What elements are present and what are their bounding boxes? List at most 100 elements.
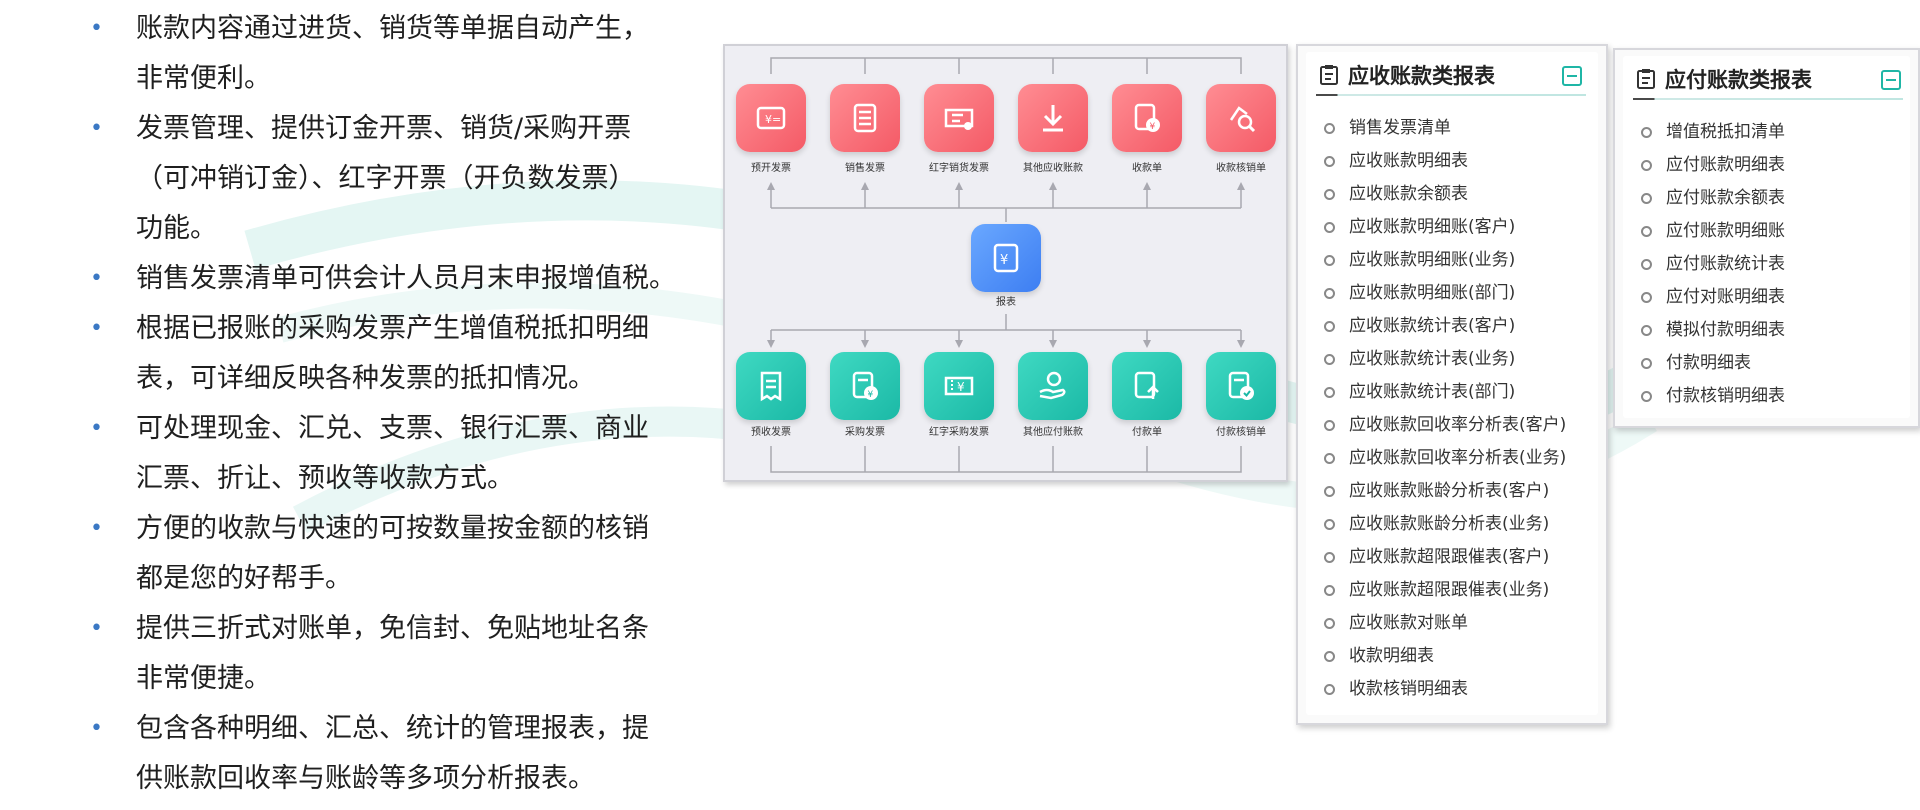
money-document-icon: ¥	[852, 371, 878, 400]
report-item-label: 销售发票清单	[1349, 118, 1451, 138]
report-item-label: 应收账款明细账(业务)	[1349, 250, 1516, 270]
tile-label: 报表	[996, 297, 1016, 308]
report-item[interactable]: 应付账款明细表	[1633, 149, 1785, 182]
receivable-report-panel: 应收账款类报表 销售发票清单应收账款明细表应收账款余额表应收账款明细账(客户) 应…	[1296, 44, 1608, 725]
bullet-text-line: 销售发票清单可供会计人员月末申报增值税。	[136, 263, 676, 294]
bullet-text-line: 可处理现金、汇兑、支票、银行汇票、商业	[136, 413, 649, 444]
bullet-text-line: 账款内容通过进货、销货等单据自动产生，	[136, 13, 649, 44]
report-item[interactable]: 应付账款统计表	[1633, 248, 1785, 281]
report-center-tile[interactable]: ¥	[971, 224, 1041, 292]
report-item[interactable]: 应收账款明细账(部门)	[1316, 277, 1566, 310]
receipt-tile[interactable]: ¥	[1112, 84, 1182, 152]
panel-title: 应付账款类报表	[1635, 64, 1812, 94]
report-item-label: 应付账款明细表	[1666, 155, 1785, 175]
report-item[interactable]: 应收账款明细表	[1316, 145, 1566, 178]
report-item[interactable]: 应收账款统计表(业务)	[1316, 343, 1566, 376]
report-item[interactable]: 付款明细表	[1633, 347, 1785, 380]
collapse-button[interactable]	[1881, 70, 1901, 90]
money-document-icon: ¥	[1134, 103, 1160, 132]
report-item[interactable]: 增值税抵扣清单	[1633, 116, 1785, 149]
bullet-dot-icon: •	[90, 616, 103, 641]
report-item-label: 应收账款统计表(部门)	[1349, 382, 1516, 402]
ring-bullet-icon	[1641, 292, 1652, 303]
purchase-invoice-tile[interactable]: ¥	[830, 352, 900, 420]
report-item[interactable]: 应收账款超限跟催表(业务)	[1316, 574, 1566, 607]
ring-bullet-icon	[1641, 127, 1652, 138]
prepayment-invoice-tile[interactable]	[736, 352, 806, 420]
ring-bullet-icon	[1324, 387, 1335, 398]
red-purchase-invoice-tile[interactable]: ¥	[924, 352, 994, 420]
ring-bullet-icon	[1324, 354, 1335, 365]
report-item[interactable]: 应收账款明细账(客户)	[1316, 211, 1566, 244]
red-sales-invoice-tile[interactable]	[924, 84, 994, 152]
tile-label: 付款单	[1132, 427, 1162, 438]
report-item[interactable]: 收款明细表	[1316, 640, 1566, 673]
report-item[interactable]: 应收账款统计表(客户)	[1316, 310, 1566, 343]
feature-bullet: •销售发票清单可供会计人员月末申报增值税。	[88, 254, 708, 304]
tile-label: 红字销货发票	[929, 163, 989, 174]
bullet-dot-icon: •	[90, 316, 103, 341]
report-item[interactable]: 应收账款对账单	[1316, 607, 1566, 640]
report-item[interactable]: 应收账款统计表(部门)	[1316, 376, 1566, 409]
report-item[interactable]: 应收账款回收率分析表(客户)	[1316, 409, 1566, 442]
receipt-icon	[760, 371, 782, 402]
report-item-label: 应付账款明细账	[1666, 221, 1785, 241]
bullet-text-line: 根据已报账的采购发票产生增值税抵扣明细	[136, 313, 649, 344]
payment-writeoff-tile[interactable]	[1206, 352, 1276, 420]
report-item[interactable]: 应收账款账龄分析表(客户)	[1316, 475, 1566, 508]
report-item-label: 模拟付款明细表	[1666, 320, 1785, 340]
feature-bullet: • 可处理现金、汇兑、支票、银行汇票、商业汇票、折让、预收等收款方式。	[88, 404, 708, 504]
sales-invoice-tile[interactable]	[830, 84, 900, 152]
report-item[interactable]: 应付对账明细表	[1633, 281, 1785, 314]
report-item[interactable]: 模拟付款明细表	[1633, 314, 1785, 347]
ring-bullet-icon	[1641, 160, 1652, 171]
report-item-label: 付款明细表	[1666, 353, 1751, 373]
report-item[interactable]: 应付账款余额表	[1633, 182, 1785, 215]
payment-tile[interactable]	[1112, 352, 1182, 420]
bullet-text-line: 包含各种明细、汇总、统计的管理报表，提	[136, 713, 649, 744]
bullet-dot-icon: •	[90, 116, 103, 141]
report-item[interactable]: 销售发票清单	[1316, 112, 1566, 145]
report-item-label: 应收账款明细表	[1349, 151, 1468, 171]
prepaid-invoice-tile[interactable]: ¥=	[736, 84, 806, 152]
ring-bullet-icon	[1324, 255, 1335, 266]
report-item[interactable]: 应收账款回收率分析表(业务)	[1316, 442, 1566, 475]
receivable-panel-title: 应收账款类报表	[1348, 64, 1495, 88]
tile-label: 销售发票	[845, 163, 885, 174]
bullet-text-line: 方便的收款与快速的可按数量按金额的核销	[136, 513, 649, 544]
feature-bullet: • 根据已报账的采购发票产生增值税抵扣明细表，可详细反映各种发票的抵扣情况。	[88, 304, 708, 404]
report-item[interactable]: 应收账款明细账(业务)	[1316, 244, 1566, 277]
report-item[interactable]: 应付账款明细账	[1633, 215, 1785, 248]
download-arrow-icon	[1043, 105, 1063, 132]
report-item-label: 应收账款明细账(部门)	[1349, 283, 1516, 303]
report-item-label: 应收账款账龄分析表(客户)	[1349, 481, 1550, 501]
account-flow-diagram: ¥= 预开发票 销售发票 红字销货发票 其他应收账款 ¥ 收款单 收款核销单 ¥…	[723, 44, 1288, 482]
report-item-label: 应收账款账龄分析表(业务)	[1349, 514, 1550, 534]
tile-label: 红字采购发票	[929, 427, 989, 438]
report-item[interactable]: 应收账款超限跟催表(客户)	[1316, 541, 1566, 574]
bullet-dot-icon: •	[90, 516, 103, 541]
report-item-label: 应收账款统计表(业务)	[1349, 349, 1516, 369]
tile-label: 预收发票	[751, 427, 791, 438]
report-item-label: 应付账款统计表	[1666, 254, 1785, 274]
report-item-label: 应付账款余额表	[1666, 188, 1785, 208]
report-item[interactable]: 收款核销明细表	[1316, 673, 1566, 706]
other-receivable-tile[interactable]	[1018, 84, 1088, 152]
bullet-text-line: 表，可详细反映各种发票的抵扣情况。	[136, 363, 595, 394]
panel-body: 应收账款类报表 销售发票清单应收账款明细表应收账款余额表应收账款明细账(客户) 应…	[1306, 52, 1598, 715]
other-payable-tile[interactable]	[1018, 352, 1088, 420]
yuan-receipt-icon: ¥=	[756, 106, 786, 130]
upload-document-icon	[1134, 371, 1159, 399]
bullet-text-line: 非常便捷。	[136, 663, 271, 694]
collapse-button[interactable]	[1562, 66, 1582, 86]
ring-bullet-icon	[1324, 486, 1335, 497]
report-item[interactable]: 付款核销明细表	[1633, 380, 1785, 413]
bullet-text-line: 汇票、折让、预收等收款方式。	[136, 463, 514, 494]
ring-bullet-icon	[1641, 325, 1652, 336]
receipt-writeoff-tile[interactable]	[1206, 84, 1276, 152]
report-item[interactable]: 应收账款余额表	[1316, 178, 1566, 211]
report-item[interactable]: 应收账款账龄分析表(业务)	[1316, 508, 1566, 541]
bullet-dot-icon: •	[90, 416, 103, 441]
feature-bullet: •发票管理、提供订金开票、销货/采购开票（可冲销订金）、红字开票（开负数发票）功…	[88, 104, 708, 254]
ring-bullet-icon	[1324, 156, 1335, 167]
